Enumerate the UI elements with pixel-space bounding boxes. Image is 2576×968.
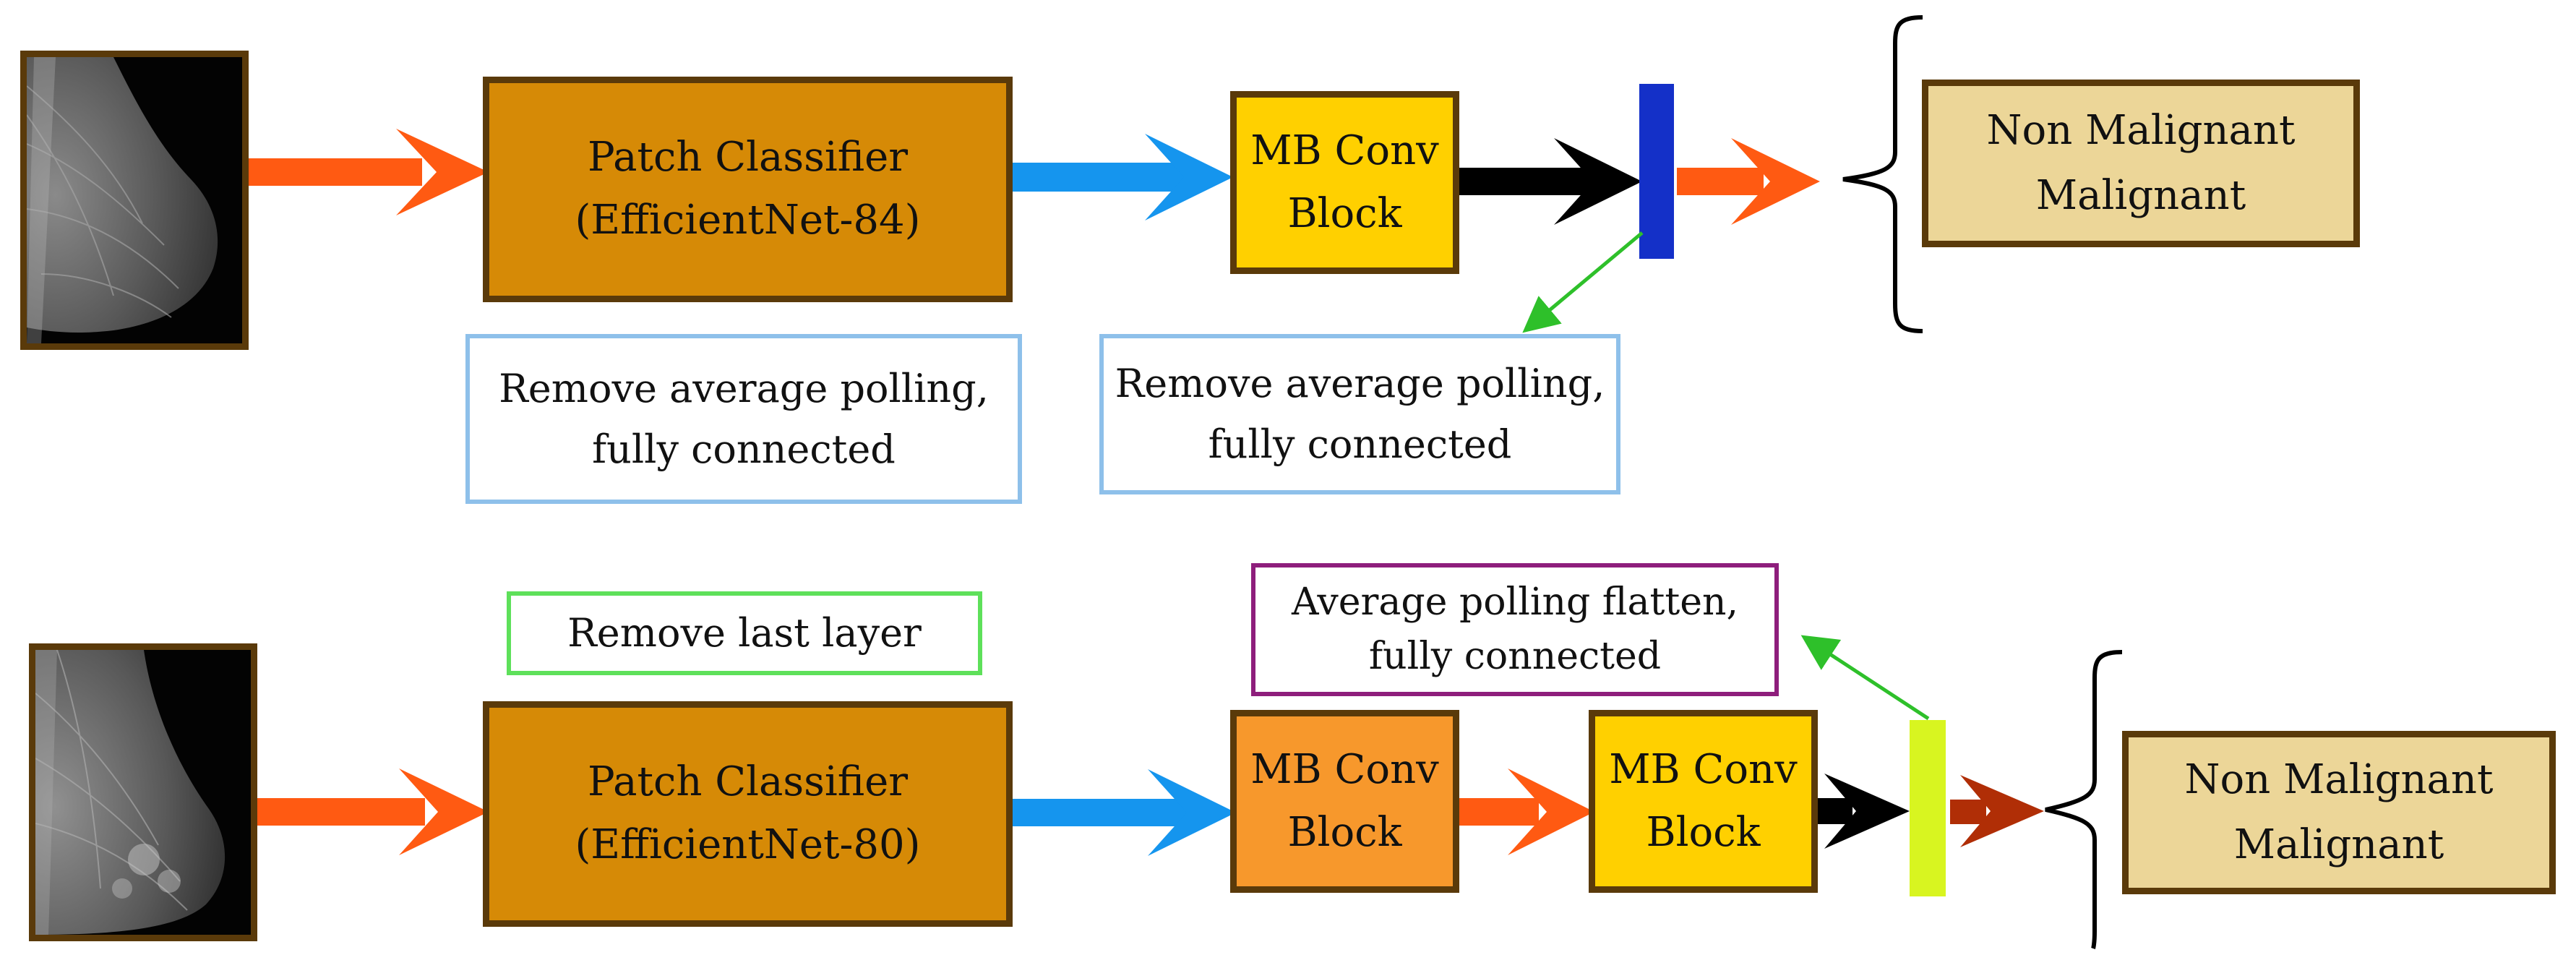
block-label: MB Conv <box>1609 745 1798 793</box>
note-box: Remove last layer <box>507 591 982 675</box>
block-label: Block <box>1646 808 1761 856</box>
patch-classifier-block: Patch Classifier (EfficientNet-80) <box>483 701 1013 927</box>
block-label: Block <box>1287 808 1402 856</box>
note-text: Remove average polling, <box>1115 361 1605 407</box>
patch-classifier-block: Patch Classifier (EfficientNet-84) <box>483 77 1013 302</box>
block-label: Block <box>1287 189 1402 237</box>
mb-conv-block: MB Conv Block <box>1589 710 1818 893</box>
class-label: Malignant <box>2233 821 2444 868</box>
model-name: (EfficientNet-80) <box>575 821 921 868</box>
class-label: Non Malignant <box>1986 107 2296 155</box>
layer-bar-icon <box>1639 84 1674 259</box>
curly-brace-icon <box>2045 650 2123 949</box>
mammogram-image <box>29 643 257 941</box>
note-text: fully connected <box>1368 635 1662 678</box>
note-text: Remove last layer <box>567 610 922 656</box>
arrow-right-icon <box>1818 774 1910 849</box>
note-box: Remove average polling, fully connected <box>465 334 1022 504</box>
block-label: MB Conv <box>1250 745 1439 793</box>
mb-conv-block: MB Conv Block <box>1230 710 1459 893</box>
pointer-line <box>1800 635 1930 721</box>
arrow-right-icon <box>1459 138 1642 225</box>
arrow-right-icon <box>1677 138 1820 225</box>
model-name: (EfficientNet-84) <box>575 197 921 244</box>
note-text: fully connected <box>592 426 896 472</box>
class-label: Non Malignant <box>2184 756 2494 804</box>
output-classes-box: Non Malignant Malignant <box>1922 80 2360 247</box>
note-text: Remove average polling, <box>499 365 989 411</box>
arrow-right-icon <box>1950 775 2044 847</box>
curly-brace-icon <box>1842 15 1923 333</box>
layer-bar-icon <box>1910 720 1946 896</box>
arrow-right-icon <box>1013 134 1233 220</box>
block-label: Patch Classifier <box>587 134 909 181</box>
note-box: Remove average polling, fully connected <box>1099 334 1620 494</box>
pointer-line <box>1522 231 1644 333</box>
arrow-right-icon <box>1013 769 1236 856</box>
block-label: Patch Classifier <box>587 758 909 806</box>
note-text: Average polling flatten, <box>1291 580 1739 624</box>
block-label: MB Conv <box>1250 127 1439 174</box>
mb-conv-block: MB Conv Block <box>1230 91 1459 274</box>
arrow-right-icon <box>249 129 489 215</box>
class-label: Malignant <box>2035 172 2246 219</box>
arrow-right-icon <box>1459 768 1594 855</box>
mammogram-image <box>20 51 249 350</box>
note-text: fully connected <box>1208 421 1512 467</box>
note-box: Average polling flatten, fully connected <box>1251 563 1779 696</box>
output-classes-box: Non Malignant Malignant <box>2122 731 2556 894</box>
arrow-right-icon <box>257 768 489 855</box>
